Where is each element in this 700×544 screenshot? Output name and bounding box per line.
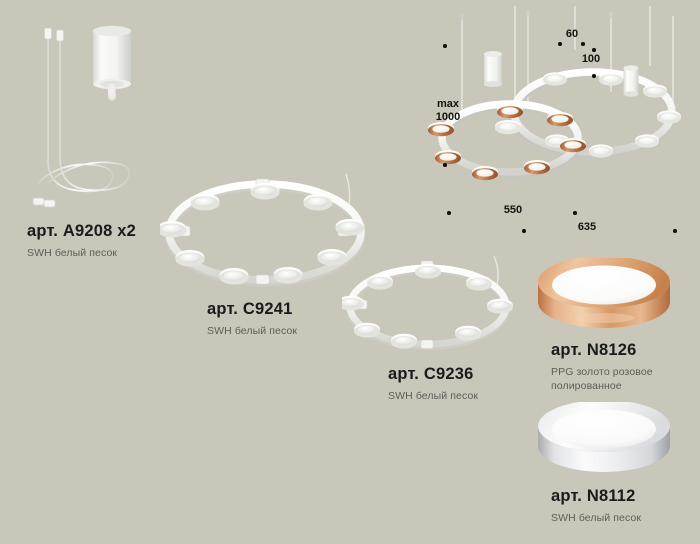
product-image-c9241 — [160, 173, 366, 287]
dimension-module-diameter: 60 — [565, 28, 579, 40]
dim-dot-100-top — [592, 48, 596, 52]
dim-dot-550-left — [447, 211, 451, 215]
label-n8112: арт. N8112 SWH белый песок — [551, 487, 641, 525]
c9236-light-heads — [342, 263, 513, 349]
canopy-body — [93, 25, 131, 101]
product-image-a9208 — [32, 25, 131, 208]
dim-dot-100-bottom — [592, 74, 596, 78]
product-finish-n8126: PPG золото розовое полированное — [551, 366, 653, 393]
dimension-outer-ring: 635 — [577, 221, 597, 233]
label-n8126: арт. N8126 PPG золото розовое полированн… — [551, 341, 653, 393]
product-image-c9236 — [342, 255, 513, 350]
dim-dot-60-left — [558, 42, 562, 46]
dim-dot-60-right — [581, 42, 585, 46]
c9241-light-heads — [160, 183, 365, 285]
dim-dot-550-right — [573, 211, 577, 215]
dim-dot-635-left — [522, 229, 526, 233]
label-c9236: арт. C9236 SWH белый песок — [388, 365, 478, 403]
product-code-n8126: арт. N8126 — [551, 341, 637, 359]
product-image-n8112 — [538, 402, 670, 472]
dim-dot-635-right — [673, 229, 677, 233]
product-finish-c9236: SWH белый песок — [388, 390, 479, 403]
assembly-wire-ferrules — [460, 10, 613, 20]
product-code-n8112: арт. N8112 — [551, 487, 636, 505]
product-finish-c9241: SWH белый песок — [207, 325, 298, 338]
suspension-cable-1 — [37, 36, 114, 193]
dimension-module-height: 100 — [581, 53, 601, 65]
product-image-n8126 — [538, 258, 670, 328]
dim-dot-max-upper — [443, 44, 447, 48]
product-code-c9241: арт. C9241 — [207, 300, 293, 318]
product-finish-a9208: SWH белый песок — [27, 247, 118, 260]
assembly-front-gold-spots — [428, 104, 586, 181]
product-code-a9208: арт. A9208 x2 — [27, 222, 136, 240]
dimension-inner-ring: 550 — [503, 204, 523, 216]
label-c9241: арт. C9241 SWH белый песок — [207, 300, 297, 338]
product-code-c9236: арт. C9236 — [388, 365, 474, 383]
label-a9208: арт. A9208 x2 SWH белый песок — [27, 222, 136, 260]
cable-ferrules — [32, 27, 64, 208]
dim-dot-max-lower — [443, 163, 447, 167]
suspension-cable-2 — [47, 38, 130, 192]
dimension-max-height: max 1000 — [435, 98, 461, 124]
product-finish-n8112: SWH белый песок — [551, 512, 642, 525]
assembly-cylinder-modules — [484, 51, 639, 97]
